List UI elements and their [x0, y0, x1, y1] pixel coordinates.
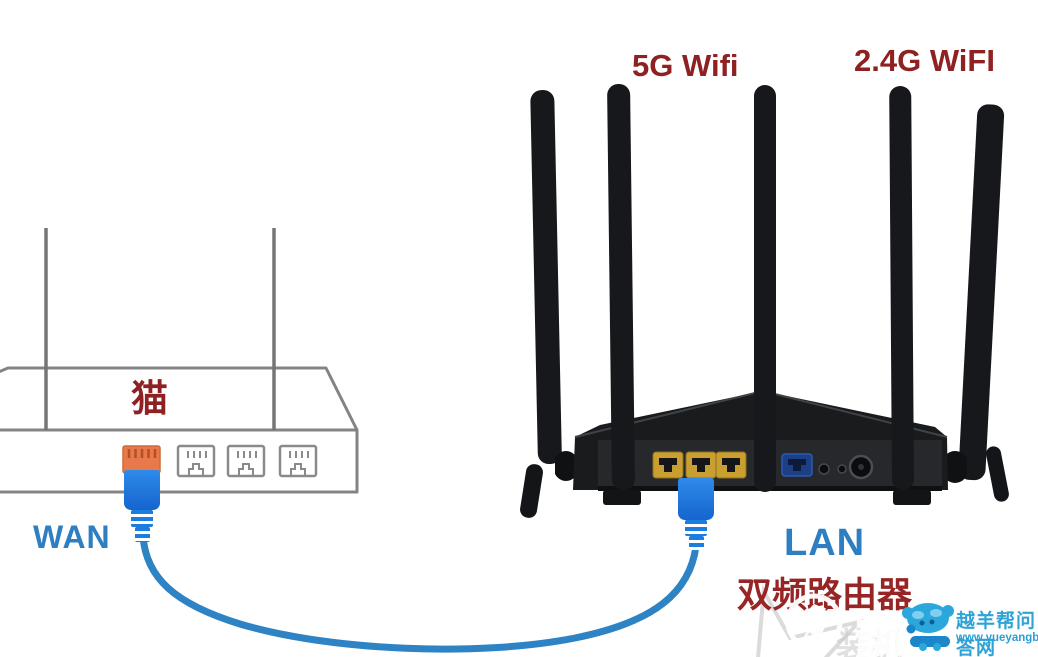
cable-plug-router [678, 478, 714, 550]
cable-plug-head [124, 470, 160, 510]
label-modem: 猫 [131, 378, 168, 419]
watermark-faint-text: 装机 [836, 627, 904, 657]
router-foot-right [893, 490, 931, 505]
cable-plug-boot-tip [688, 536, 704, 550]
cable-plug-head [678, 478, 714, 520]
star-watermark-icon [756, 584, 865, 657]
router-antenna-3 [754, 85, 776, 492]
router-antenna-4 [889, 85, 914, 491]
antenna-hinge-left [555, 451, 579, 481]
cable-plug-boot-tip [134, 527, 150, 542]
modem-device [0, 228, 359, 494]
watermark-logo-character: 趣 [854, 612, 911, 657]
cable-plug-boot [131, 510, 153, 527]
modem-port-icon-2 [226, 444, 266, 478]
reset-button-icon [818, 463, 830, 475]
router-lan-port-icon-3 [715, 451, 747, 479]
router-foot-left [603, 490, 641, 505]
router-lan-port-icon-1 [652, 451, 684, 479]
label-2-4g-wifi: 2.4G WiFI [854, 43, 995, 78]
watermark-mascot-icon [902, 603, 954, 651]
cable-plug-modem [124, 470, 160, 542]
label-5g-wifi: 5G Wifi [632, 48, 739, 83]
router-lan-port-icon-2 [685, 451, 717, 479]
watermark-site-url: www.yueyangbang.com [956, 632, 1038, 644]
router-wan-port-icon [781, 453, 813, 477]
wps-button-icon [837, 464, 847, 474]
modem-port-icon-3 [278, 444, 318, 478]
watermark-site-name: 越羊帮问答网 [956, 611, 1037, 657]
power-jack-icon [848, 454, 874, 480]
modem-top-face [0, 366, 359, 432]
leaf-badge-icon [785, 593, 843, 651]
label-wan: WAN [33, 519, 111, 555]
label-dual-band-router: 双频路由器 [737, 576, 913, 615]
label-lan: LAN [784, 522, 866, 564]
modem-wan-port-icon [122, 445, 161, 474]
ethernet-cable [139, 532, 700, 653]
cable-plug-boot [685, 520, 707, 536]
modem-port-icon-1 [176, 444, 216, 478]
